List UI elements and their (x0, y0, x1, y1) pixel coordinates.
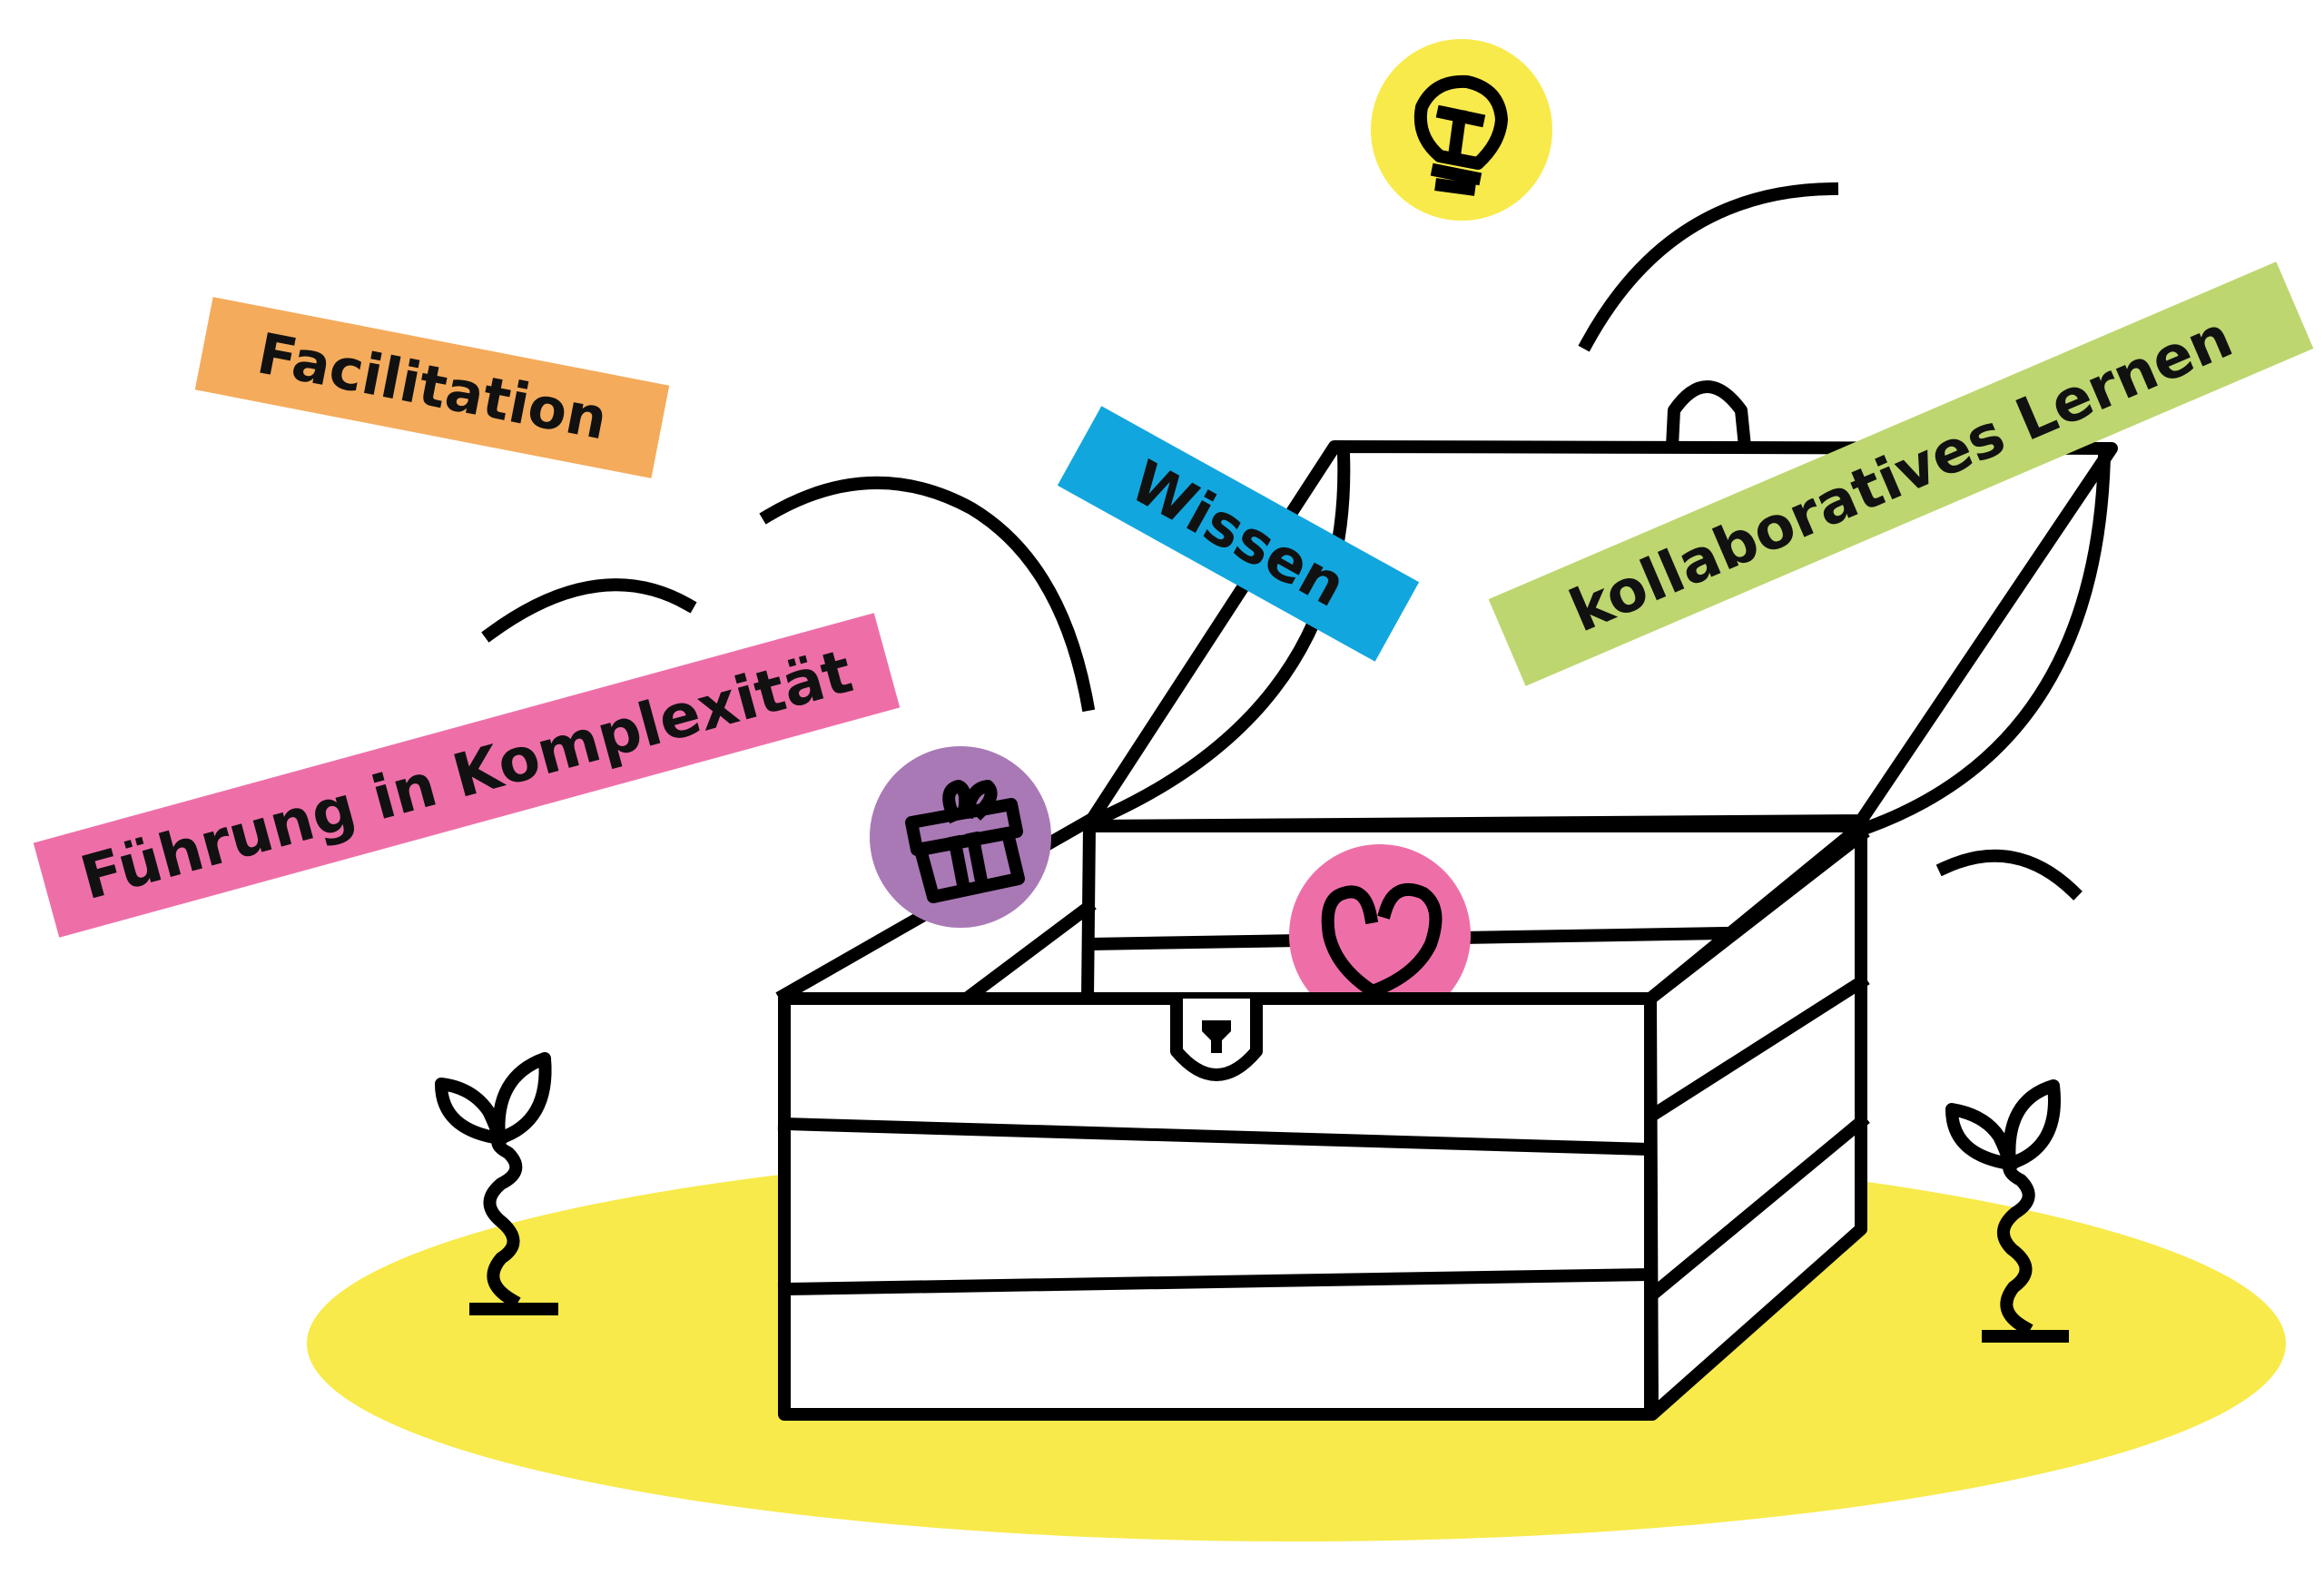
gift-icon (870, 746, 1051, 928)
sprout-right (1945, 1079, 2069, 1343)
tag-facilitation: Facilitation (194, 297, 670, 478)
tag-fuehrung-label: Führung in Komplexität (74, 636, 860, 914)
heart-icon (1289, 844, 1471, 1026)
tag-fuehrung: Führung in Komplexität (33, 613, 901, 938)
chest-body (777, 820, 1870, 1421)
lightbulb-icon (1371, 39, 1552, 221)
sprout-left (435, 1052, 558, 1315)
